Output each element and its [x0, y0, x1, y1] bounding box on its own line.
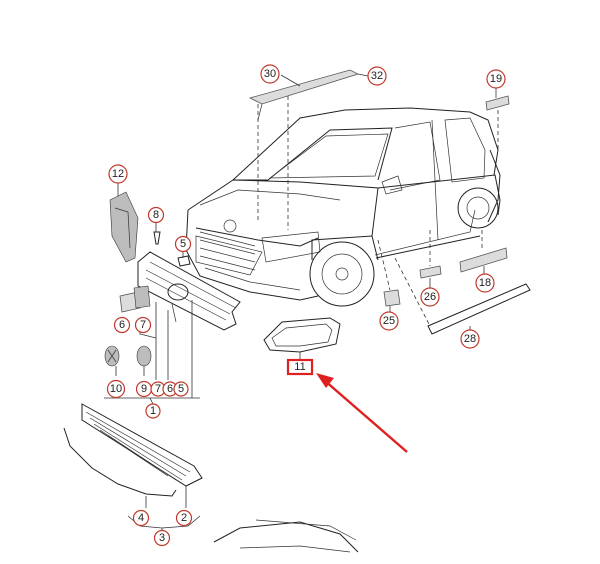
callout-6: 6 — [113, 316, 131, 334]
callout-19-label: 19 — [490, 73, 502, 85]
callout-32-label: 32 — [371, 70, 383, 82]
callout-7-lower-label: 7 — [155, 383, 161, 395]
strip-25 — [377, 239, 401, 314]
badge-plate-7 — [133, 285, 151, 309]
radiator-grille — [137, 251, 241, 331]
callout-6-lower-label: 6 — [167, 383, 173, 395]
callout-11: 11 — [294, 361, 305, 373]
callout-18: 18 — [475, 273, 495, 293]
emblem-10 — [104, 345, 120, 376]
callout-7-label: 7 — [140, 319, 146, 331]
upper-grille-hatch — [199, 231, 256, 271]
strip-19 — [485, 88, 510, 150]
callout-6-label: 6 — [119, 319, 125, 331]
callout-3: 3 — [153, 529, 171, 547]
callout-4: 4 — [132, 509, 150, 527]
callout-9: 9 — [135, 380, 153, 398]
callout-2: 2 — [175, 509, 193, 527]
fog-light-cover-12 — [109, 178, 139, 263]
callout-4-label: 4 — [138, 512, 144, 524]
red-arrow-head — [316, 373, 334, 388]
callout-11-label: 11 — [294, 361, 305, 373]
clip-5 — [177, 250, 191, 267]
callout-5-label: 5 — [180, 238, 186, 250]
callout-2-label: 2 — [181, 512, 187, 524]
callout-30-label: 30 — [264, 68, 276, 80]
callout-3-label: 3 — [159, 532, 165, 544]
highlight-box — [286, 358, 314, 376]
callout-1-label: 1 — [150, 405, 156, 417]
car-body — [185, 107, 501, 307]
callout-12: 12 — [108, 164, 128, 184]
secondary-car-outline — [213, 519, 359, 553]
fog-light-trim-11 — [263, 317, 341, 360]
highlight-marker — [286, 358, 408, 453]
red-arrow-shaft — [323, 379, 408, 453]
callout-5: 5 — [174, 235, 192, 253]
callout-9-label: 9 — [141, 383, 147, 395]
callout-28: 28 — [460, 329, 480, 349]
callout-18-label: 18 — [479, 277, 491, 289]
callout-1: 1 — [145, 403, 161, 419]
callout-25-label: 25 — [383, 315, 395, 327]
callout-19: 19 — [486, 69, 506, 89]
lower-grille-2 — [81, 403, 203, 508]
callout-12-label: 12 — [112, 168, 124, 180]
callout-10-label: 10 — [110, 383, 122, 395]
callout-25: 25 — [379, 311, 399, 331]
strip-26 — [419, 230, 442, 290]
callout-30: 30 — [260, 64, 280, 84]
emblem-9 — [136, 345, 152, 376]
callout-26-label: 26 — [424, 291, 436, 303]
callout-5-lower-label: 5 — [178, 383, 184, 395]
callout-8: 8 — [147, 206, 165, 224]
callout-10: 10 — [106, 379, 126, 399]
callout-26: 26 — [420, 287, 440, 307]
callout-32: 32 — [367, 66, 387, 86]
callout-7: 7 — [134, 316, 152, 334]
callout-28-label: 28 — [464, 333, 476, 345]
callout-8-label: 8 — [153, 209, 159, 221]
roof-spoiler-strip — [248, 69, 369, 230]
strip-18 — [459, 230, 508, 276]
callout-5-lower: 5 — [173, 381, 189, 397]
screw-8 — [153, 222, 161, 245]
trim-strip-4 — [63, 427, 177, 508]
